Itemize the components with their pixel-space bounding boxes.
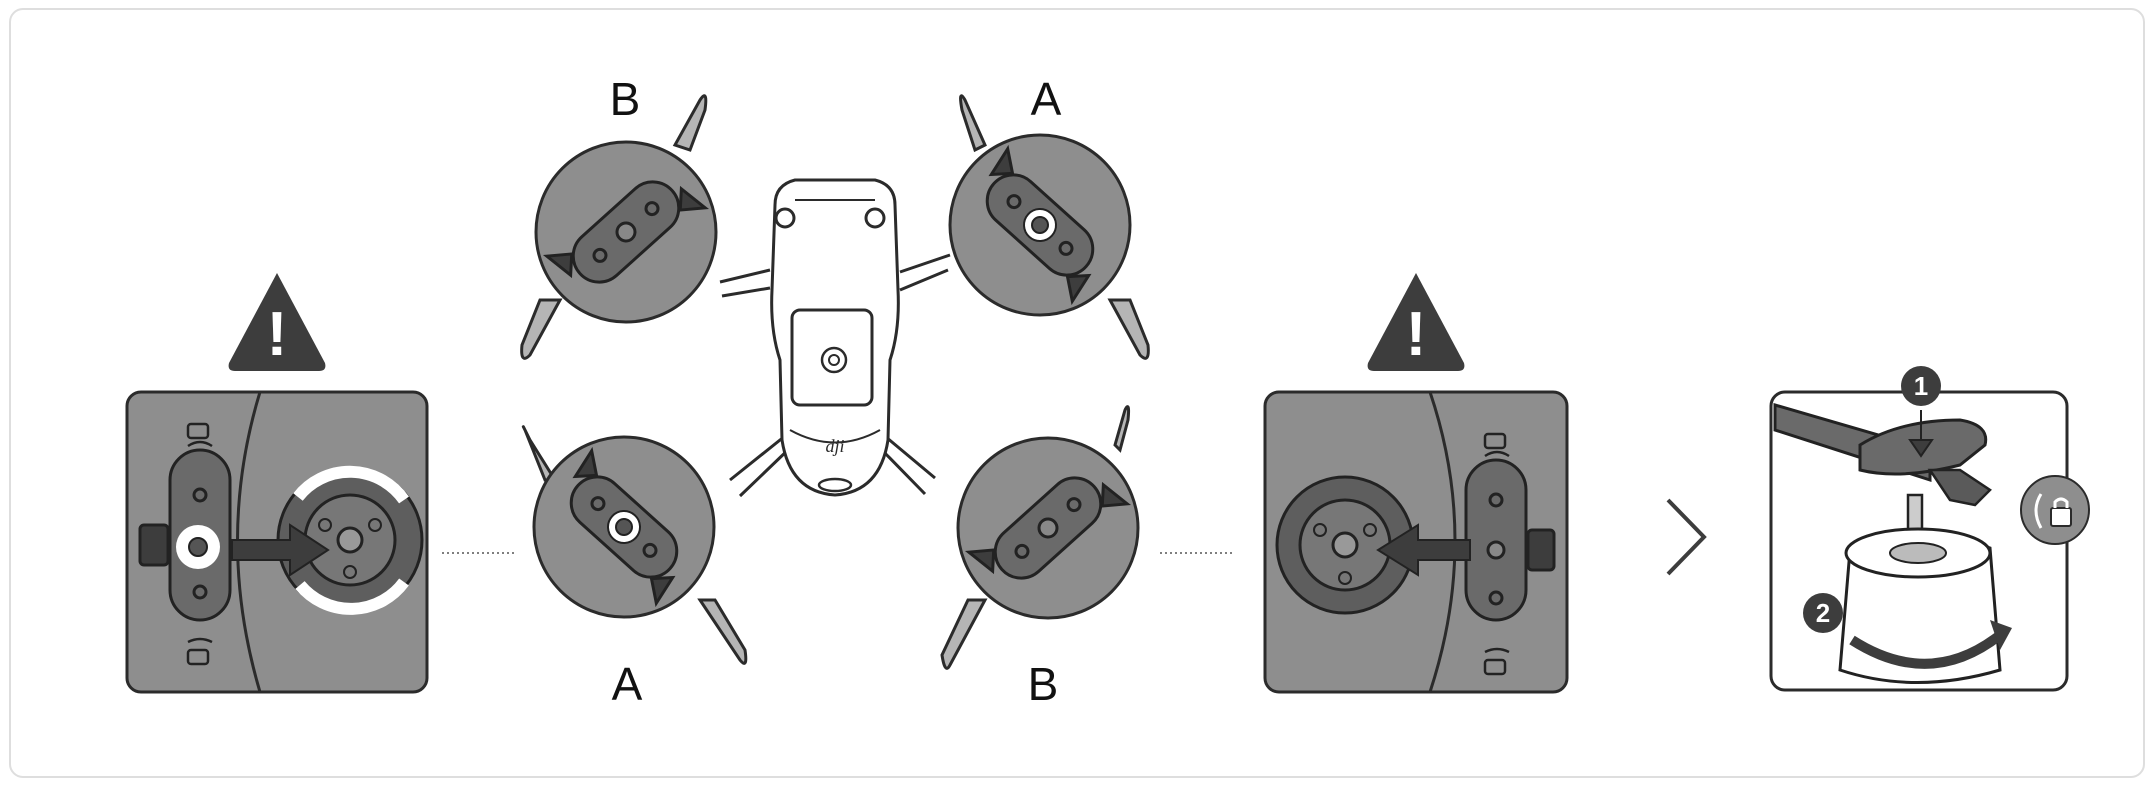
propeller-top-left	[520, 94, 718, 360]
lock-icon	[2020, 475, 2090, 545]
propeller-top-right	[948, 94, 1150, 360]
step-1-label: 1	[1914, 371, 1928, 401]
label-bottom-left: A	[612, 658, 643, 710]
chevron-right-icon	[1666, 498, 1707, 576]
step-2-label: 2	[1816, 598, 1830, 628]
propeller-bottom-left	[521, 425, 748, 665]
brand-logo-text: dji	[825, 436, 844, 456]
label-bottom-right: B	[1028, 658, 1059, 710]
propeller-bottom-right	[940, 405, 1140, 670]
warning-icon: !	[228, 273, 326, 371]
drone-top-view: dji	[719, 178, 951, 498]
step-2-badge	[1803, 593, 1843, 633]
label-top-left: B	[610, 73, 641, 125]
step-1-badge	[1901, 366, 1941, 406]
warning-icon: !	[1367, 273, 1465, 371]
warning-symbol: !	[1406, 300, 1427, 369]
left-closeup-panel	[125, 390, 429, 694]
right-closeup-panel	[1263, 390, 1569, 694]
label-top-right: A	[1031, 73, 1062, 125]
locking-steps-panel: 1 2	[1769, 366, 2069, 692]
warning-symbol: !	[267, 300, 288, 369]
